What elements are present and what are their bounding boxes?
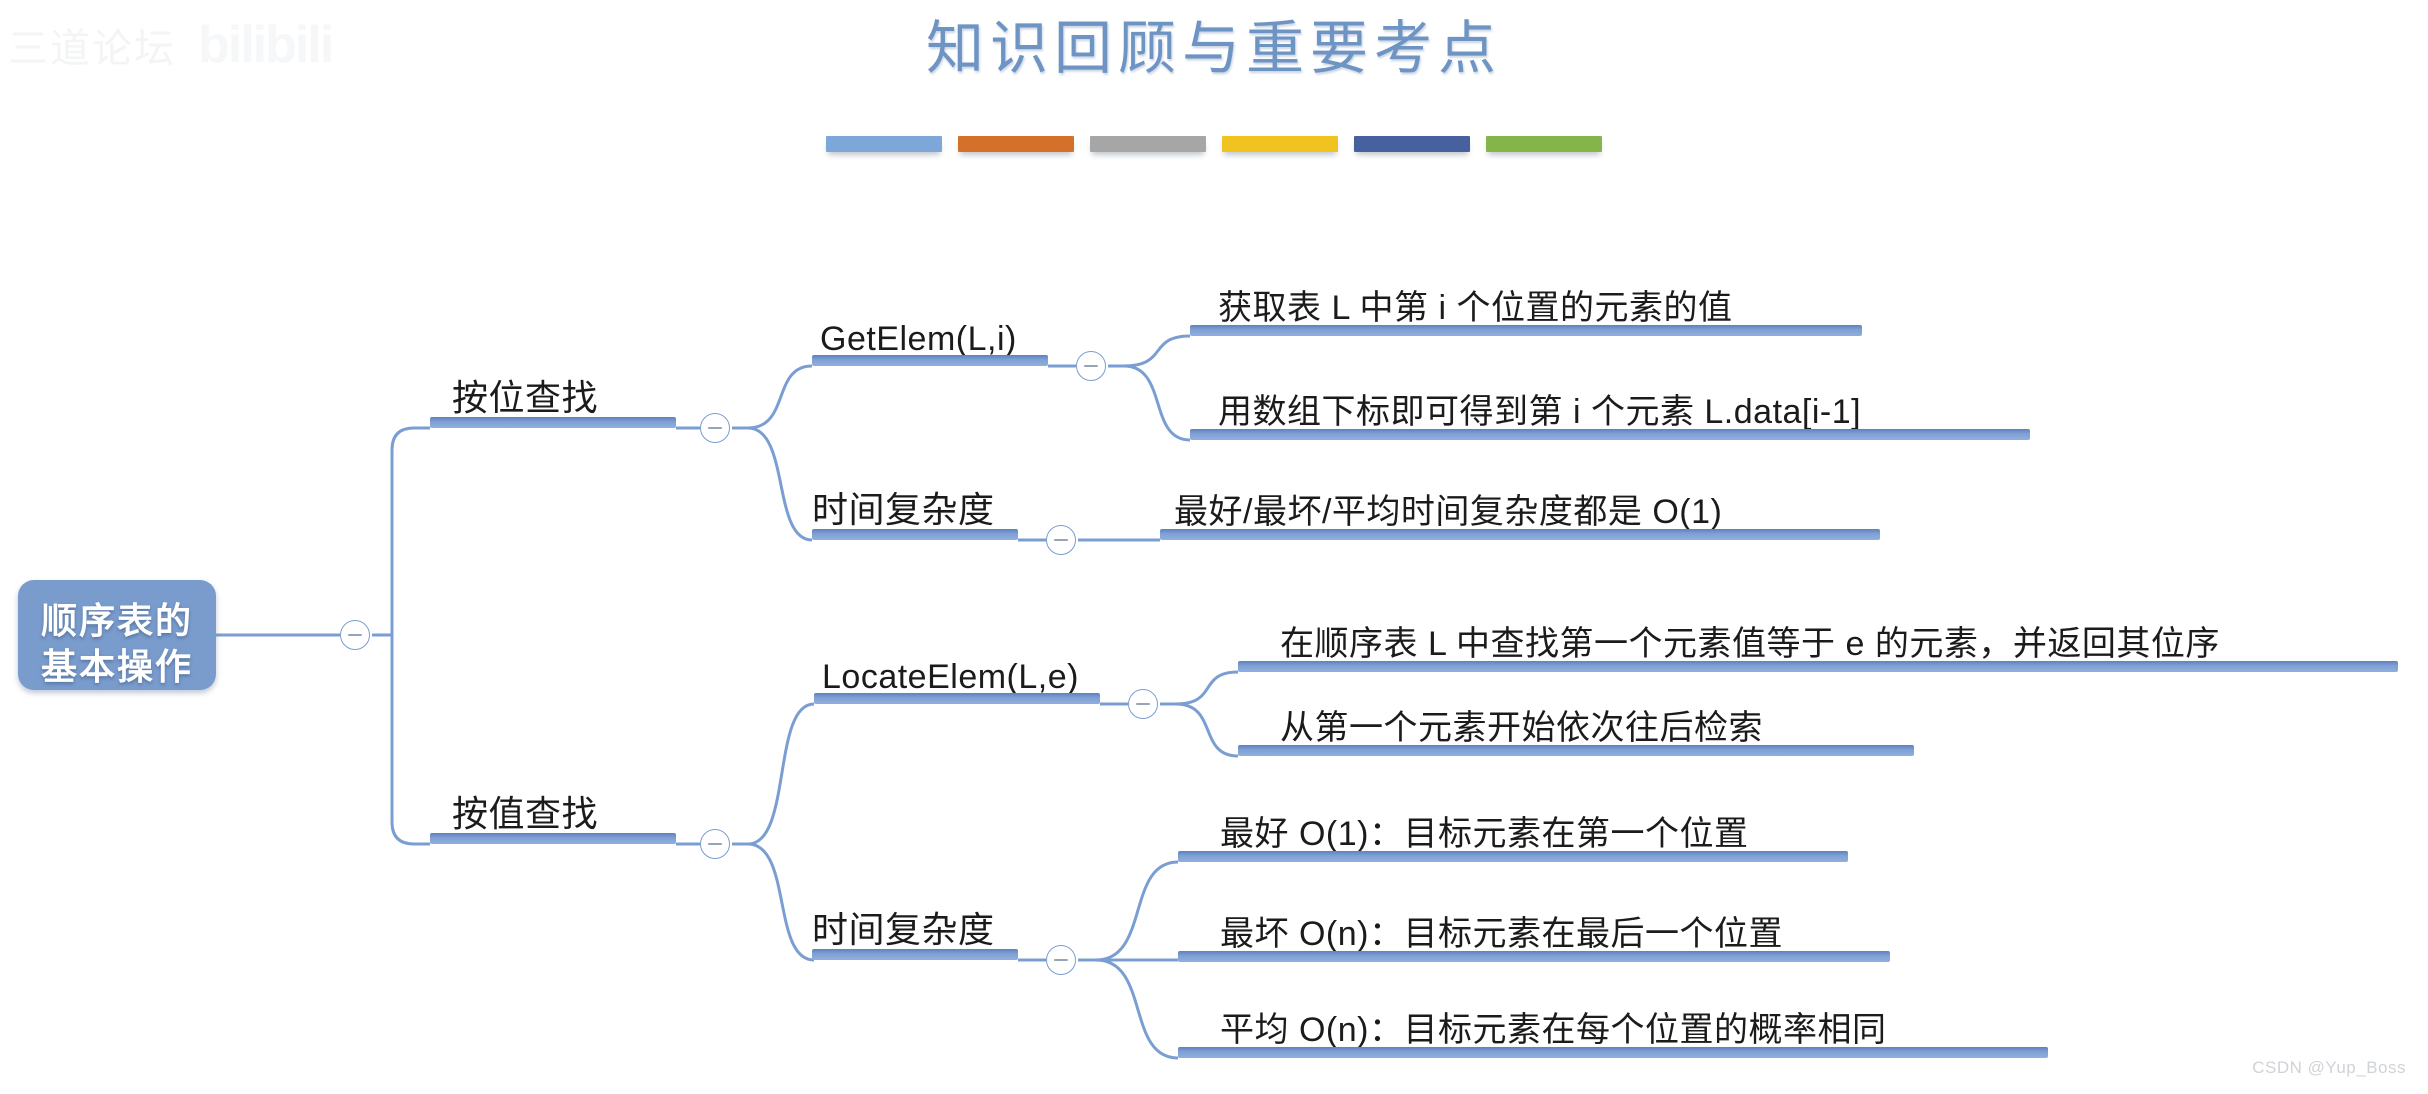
mindmap-root-label-line1: 顺序表的 <box>40 600 193 641</box>
title-bar-green <box>1486 136 1602 152</box>
node-getelem-label: GetElem(L,i) <box>820 320 1017 358</box>
node-time-complexity-value[interactable]: 时间复杂度 <box>812 900 1018 960</box>
title-bar-navy <box>1354 136 1470 152</box>
node-by-value[interactable]: 按值查找 <box>430 784 676 844</box>
leaf-best-case-label: 最好 O(1)：目标元素在第一个位置 <box>1220 815 1749 853</box>
mindmap-root-node[interactable]: 顺序表的 基本操作 <box>18 580 216 690</box>
collapse-toggle-time-complexity-position[interactable] <box>1046 525 1076 555</box>
leaf-getelem-desc-underline <box>1190 325 1862 336</box>
node-locateelem[interactable]: LocateElem(L,e) <box>814 644 1100 704</box>
collapse-toggle-root[interactable] <box>340 620 370 650</box>
leaf-locateelem-scan-underline <box>1238 745 1914 756</box>
node-time-complexity-position-underline <box>812 529 1018 540</box>
title-bar-yellow <box>1222 136 1338 152</box>
node-by-position[interactable]: 按位查找 <box>430 368 676 428</box>
leaf-locateelem-scan[interactable]: 从第一个元素开始依次往后检索 <box>1238 696 1914 756</box>
leaf-getelem-complexity-label: 最好/最坏/平均时间复杂度都是 O(1) <box>1174 493 1723 531</box>
title-bar-gray <box>1090 136 1206 152</box>
leaf-average-case-label: 平均 O(n)：目标元素在每个位置的概率相同 <box>1220 1011 1887 1049</box>
node-time-complexity-value-underline <box>812 949 1018 960</box>
title-bar-orange <box>958 136 1074 152</box>
leaf-locateelem-desc-underline <box>1238 661 2398 672</box>
leaf-average-case[interactable]: 平均 O(n)：目标元素在每个位置的概率相同 <box>1178 998 2048 1058</box>
collapse-toggle-getelem[interactable] <box>1076 351 1106 381</box>
csdn-watermark: CSDN @Yup_Boss <box>2252 1058 2406 1077</box>
node-time-complexity-position-label: 时间复杂度 <box>812 489 995 530</box>
title-bar-blue <box>826 136 942 152</box>
collapse-toggle-by-position[interactable] <box>700 413 730 443</box>
leaf-getelem-complexity-underline <box>1160 529 1880 540</box>
node-by-value-label: 按值查找 <box>452 793 599 834</box>
leaf-best-case-underline <box>1178 851 1848 862</box>
leaf-worst-case-underline <box>1178 951 1890 962</box>
leaf-worst-case[interactable]: 最坏 O(n)：目标元素在最后一个位置 <box>1178 902 1890 962</box>
node-getelem-underline <box>812 355 1048 366</box>
leaf-worst-case-label: 最坏 O(n)：目标元素在最后一个位置 <box>1220 915 1783 953</box>
node-locateelem-underline <box>814 693 1100 704</box>
node-locateelem-label: LocateElem(L,e) <box>822 658 1079 696</box>
node-by-position-underline <box>430 417 676 428</box>
leaf-average-case-underline <box>1178 1047 2048 1058</box>
node-by-value-underline <box>430 833 676 844</box>
leaf-getelem-impl-underline <box>1190 429 2030 440</box>
leaf-getelem-complexity[interactable]: 最好/最坏/平均时间复杂度都是 O(1) <box>1160 480 1880 540</box>
page-title: 知识回顾与重要考点 <box>925 16 1502 81</box>
mindmap-root-label-line2: 基本操作 <box>40 646 193 688</box>
leaf-getelem-desc-label: 获取表 L 中第 i 个位置的元素的值 <box>1218 289 1733 327</box>
leaf-getelem-impl-label: 用数组下标即可得到第 i 个元素 L.data[i-1] <box>1218 393 1862 431</box>
node-getelem[interactable]: GetElem(L,i) <box>812 306 1048 366</box>
leaf-locateelem-desc[interactable]: 在顺序表 L 中查找第一个元素值等于 e 的元素，并返回其位序 <box>1238 612 2398 672</box>
leaf-getelem-desc[interactable]: 获取表 L 中第 i 个位置的元素的值 <box>1190 276 1862 336</box>
mindmap-root-label: 顺序表的 基本操作 <box>18 598 216 690</box>
node-time-complexity-value-label: 时间复杂度 <box>812 909 995 950</box>
title-decoration-bars <box>826 136 1602 152</box>
leaf-locateelem-scan-label: 从第一个元素开始依次往后检索 <box>1280 709 1763 747</box>
leaf-getelem-impl[interactable]: 用数组下标即可得到第 i 个元素 L.data[i-1] <box>1190 380 2030 440</box>
leaf-locateelem-desc-label: 在顺序表 L 中查找第一个元素值等于 e 的元素，并返回其位序 <box>1280 625 2220 663</box>
node-by-position-label: 按位查找 <box>452 377 599 418</box>
collapse-toggle-time-complexity-value[interactable] <box>1046 945 1076 975</box>
collapse-toggle-by-value[interactable] <box>700 829 730 859</box>
collapse-toggle-locateelem[interactable] <box>1128 689 1158 719</box>
node-time-complexity-position[interactable]: 时间复杂度 <box>812 480 1018 540</box>
leaf-best-case[interactable]: 最好 O(1)：目标元素在第一个位置 <box>1178 802 1848 862</box>
